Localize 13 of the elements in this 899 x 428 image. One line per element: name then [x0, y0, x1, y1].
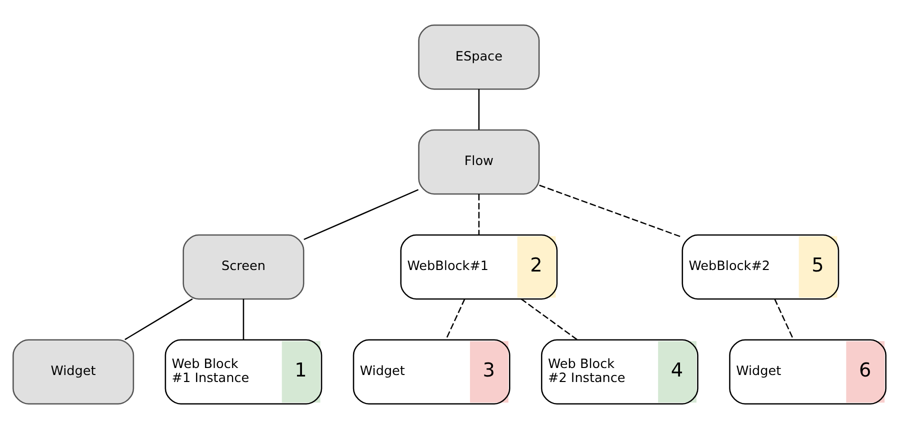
connector: [478, 88, 480, 130]
node-box: Screen: [182, 234, 304, 300]
connector: [478, 194, 480, 234]
connector: [242, 298, 244, 340]
connector: [774, 298, 794, 340]
connector: [304, 188, 419, 240]
connector: [520, 298, 578, 340]
connector: [539, 184, 682, 238]
connector: [445, 298, 466, 340]
node-box: Widget: [12, 338, 134, 404]
node-box: Flow: [418, 128, 540, 194]
connector: [124, 298, 193, 340]
node-box: ESpace: [418, 24, 540, 90]
